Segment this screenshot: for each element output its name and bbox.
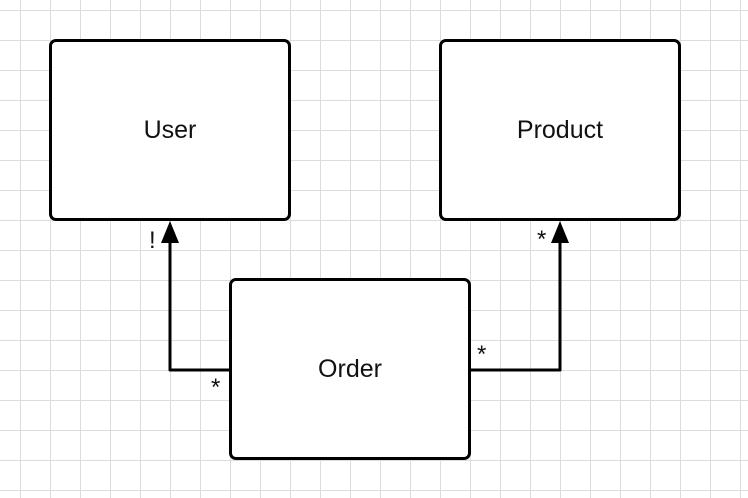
entity-product-label: Product <box>516 115 604 144</box>
multiplicity-product-end: * <box>537 226 547 253</box>
arrowhead-product <box>551 221 569 243</box>
entity-user-label: User <box>143 115 197 144</box>
multiplicity-order-user-end: * <box>211 374 221 401</box>
entity-user[interactable]: User <box>49 39 291 221</box>
entity-order[interactable]: Order <box>229 278 471 460</box>
multiplicity-order-product-end: * <box>477 341 487 368</box>
arrowhead-user <box>161 221 179 243</box>
connector-order-user[interactable] <box>168 242 229 372</box>
multiplicity-user-end: ! <box>149 227 156 254</box>
entity-product[interactable]: Product <box>439 39 681 221</box>
connector-order-product[interactable] <box>471 242 562 372</box>
entity-order-label: Order <box>318 354 382 383</box>
